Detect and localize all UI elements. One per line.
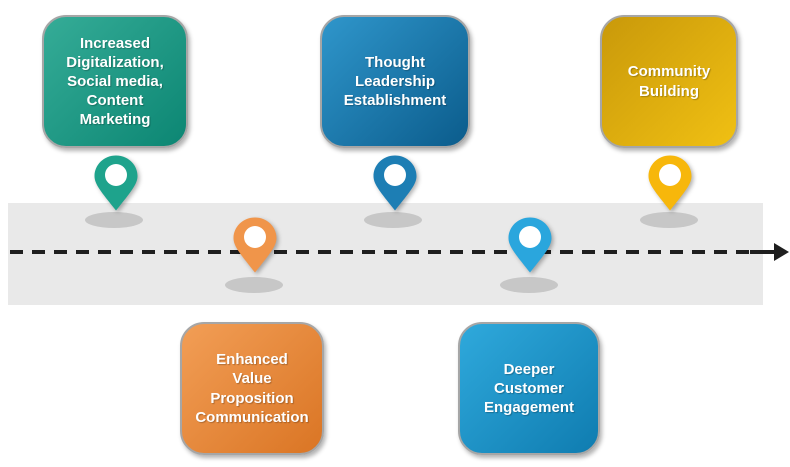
pin-shadow (225, 277, 283, 293)
milestone-label: Community Building (627, 63, 711, 100)
location-pin-icon (508, 217, 552, 273)
pin-thought-leadership (371, 154, 419, 212)
milestone-label: Enhanced Value Proposition Communication (195, 351, 309, 426)
location-pin-icon (373, 155, 417, 211)
milestone-card-increased-digitalization: Increased Digitalization, Social media, … (42, 15, 188, 148)
location-pin-icon (648, 155, 692, 211)
pin-shadow (640, 212, 698, 228)
arrow-head-icon (774, 243, 789, 261)
pin-shadow (85, 212, 143, 228)
location-pin-icon (94, 155, 138, 211)
milestone-card-customer-engagement: Deeper Customer Engagement (458, 322, 600, 455)
pin-community-building (646, 154, 694, 212)
pin-increased-digitalization (92, 154, 140, 212)
milestone-label: Deeper Customer Engagement (483, 360, 574, 417)
pin-shadow (364, 212, 422, 228)
milestone-card-value-proposition: Enhanced Value Proposition Communication (180, 322, 324, 455)
milestone-card-thought-leadership: Thought Leadership Establishment (320, 15, 470, 148)
milestone-card-community-building: Community Building (600, 15, 738, 148)
location-pin-icon (233, 217, 277, 273)
pin-shadow (500, 277, 558, 293)
pin-value-proposition (231, 216, 279, 274)
milestone-label: Increased Digitalization, Social media, … (66, 34, 164, 129)
pin-customer-engagement (506, 216, 554, 274)
milestone-label: Thought Leadership Establishment (343, 53, 447, 110)
